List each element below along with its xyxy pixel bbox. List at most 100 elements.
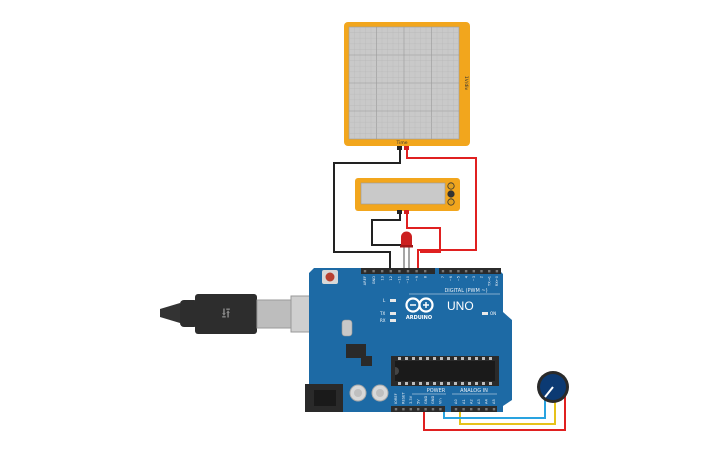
analog-pin[interactable] <box>485 408 488 411</box>
chip-pin <box>433 357 436 360</box>
digital-right-pin[interactable] <box>464 270 468 273</box>
arduino-model: UNO <box>447 299 474 313</box>
digital-left-pin[interactable] <box>389 270 392 273</box>
digital-left-pin[interactable] <box>406 270 410 273</box>
digital-right-pin-label: 7 <box>441 276 445 278</box>
chip-pin <box>398 357 401 360</box>
digital-right-pin[interactable] <box>495 270 499 273</box>
digital-left-pin-label: GND <box>372 276 376 284</box>
digital-right-pin-label: ~5 <box>457 276 461 281</box>
potentiometer-indicator <box>544 386 554 398</box>
digital-left-pin[interactable] <box>363 270 367 273</box>
wire-red-meter[interactable] <box>406 212 441 253</box>
digital-right-pin[interactable] <box>488 270 491 273</box>
analog-pin[interactable] <box>477 408 480 411</box>
digital-left-pin-label: ~11 <box>398 276 402 284</box>
capacitor-2-top <box>376 389 384 397</box>
usb-cable[interactable]: ⭿ <box>160 294 338 334</box>
digital-header-left[interactable] <box>361 268 435 274</box>
atmega-chip <box>395 361 495 381</box>
digital-left-pin[interactable] <box>372 270 375 273</box>
digital-header-right[interactable] <box>439 268 501 274</box>
chip-pin <box>405 382 408 385</box>
oscilloscope-grid <box>349 27 459 139</box>
analog-pin[interactable] <box>462 408 465 411</box>
multimeter-dial-2-icon[interactable] <box>447 190 455 198</box>
power-pin-label: 3.3V <box>409 395 413 404</box>
chip-pin <box>454 382 457 385</box>
chip-pin <box>426 382 429 385</box>
analog-header[interactable] <box>451 406 497 412</box>
power-pin[interactable] <box>417 408 420 411</box>
power-pin-label: RESET <box>402 392 406 404</box>
digital-left-pin-label: 8 <box>423 275 427 278</box>
chip-pin <box>412 357 415 360</box>
led-base <box>400 245 413 248</box>
multimeter-dial-1-icon[interactable] <box>447 182 455 190</box>
analog-pin-label: A4 <box>485 399 489 404</box>
led[interactable] <box>400 231 413 248</box>
digital-left-pin[interactable] <box>381 270 384 273</box>
usb-icon: ⭿ <box>221 305 230 321</box>
chip-pin <box>468 357 471 360</box>
power-pin-label: 5V <box>416 399 420 404</box>
multimeter-dial-3-icon[interactable] <box>447 198 455 206</box>
multimeter[interactable] <box>355 178 460 214</box>
led-tx-label: TX <box>379 311 385 316</box>
analog-pin[interactable] <box>470 408 473 411</box>
digital-left-pin[interactable] <box>398 270 401 273</box>
analog-label: ANALOG IN <box>460 388 488 394</box>
power-pin[interactable] <box>431 408 435 411</box>
analog-pin[interactable] <box>492 408 496 411</box>
wire-red-scope-probe[interactable] <box>406 148 477 268</box>
reset-button-cap[interactable] <box>325 272 335 282</box>
wire-black-meter[interactable] <box>371 212 404 246</box>
oscilloscope-volts-label: 1V/div <box>463 76 469 91</box>
usb-plug-body <box>195 294 257 334</box>
wire-blue-pot[interactable] <box>443 400 546 419</box>
chip-pin <box>489 357 492 360</box>
multimeter-v-terminal[interactable] <box>404 210 409 214</box>
digital-right-pin-label: 2 <box>480 276 484 278</box>
crystal <box>341 319 353 337</box>
arduino-brand: ARDUINO <box>406 315 432 321</box>
voltage-regulator <box>346 344 366 358</box>
digital-right-pin[interactable] <box>457 270 460 273</box>
chip-pin <box>405 357 408 360</box>
chip-pin <box>461 382 464 385</box>
digital-right-pin-label: ~6 <box>449 275 453 281</box>
dc-power-jack-inner <box>314 390 336 406</box>
usb-cable-tip <box>160 303 180 323</box>
wire-black-scope-gnd[interactable] <box>333 148 401 268</box>
wires <box>333 148 566 431</box>
power-pin[interactable] <box>402 408 405 411</box>
digital-right-pin[interactable] <box>449 270 452 273</box>
digital-left-pin[interactable] <box>424 270 427 273</box>
power-pin[interactable] <box>439 408 442 411</box>
small-chip <box>361 356 372 366</box>
potentiometer[interactable] <box>537 371 569 403</box>
analog-pin[interactable] <box>454 408 458 411</box>
wire-red-pot[interactable] <box>423 396 566 431</box>
digital-right-pin[interactable] <box>472 270 475 273</box>
oscilloscope-gnd-terminal[interactable] <box>397 146 402 150</box>
digital-right-pin[interactable] <box>480 270 483 273</box>
power-pin[interactable] <box>409 408 412 411</box>
multimeter-com-terminal[interactable] <box>397 210 402 214</box>
digital-right-pin[interactable] <box>441 270 445 273</box>
power-pin[interactable] <box>424 408 427 411</box>
oscilloscope-probe-terminal[interactable] <box>404 146 409 150</box>
atmega-pins <box>398 357 492 385</box>
oscilloscope-time-label: Time <box>395 140 407 146</box>
chip-pin <box>447 382 450 385</box>
digital-left-pin[interactable] <box>415 270 418 273</box>
led-l-indicator <box>390 299 396 302</box>
usb-plug-metal <box>256 299 294 329</box>
led-on-label: ON <box>490 311 496 316</box>
power-pin[interactable] <box>394 408 398 411</box>
oscilloscope[interactable]: Time 1V/div <box>344 22 470 150</box>
